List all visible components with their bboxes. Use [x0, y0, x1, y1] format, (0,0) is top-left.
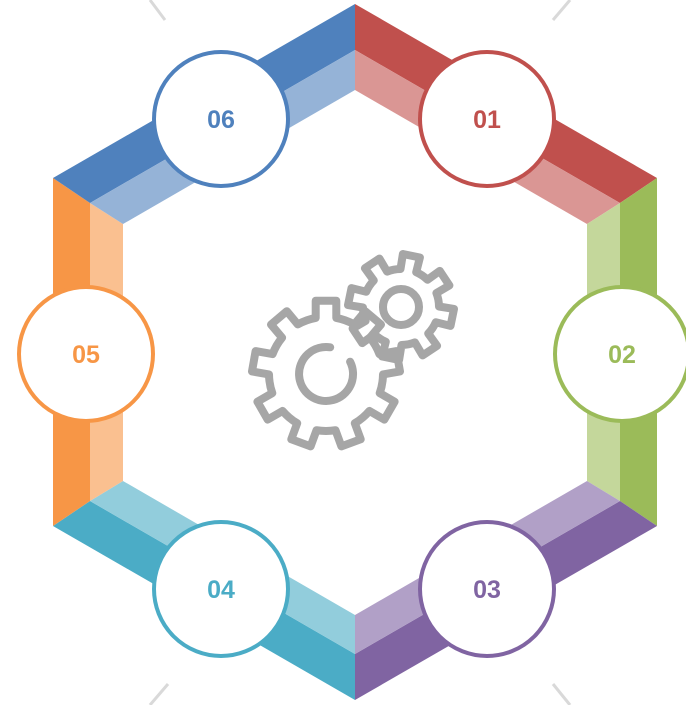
- badge-circle: [553, 285, 686, 423]
- decorative-corner-lines: [148, 0, 572, 705]
- large-gear-hub: [295, 342, 358, 405]
- step-number-label: 04: [207, 576, 235, 604]
- step-badge-04: 04: [152, 520, 290, 658]
- badge-circle: [418, 50, 556, 188]
- decor-line-4: [551, 683, 572, 705]
- step-badge-05: 05: [17, 285, 155, 423]
- badge-circle: [152, 520, 290, 658]
- step-number-label: 02: [608, 341, 636, 369]
- step-badge-02: 02: [553, 285, 686, 423]
- step-badges: 01 02 03 04 05 06: [17, 50, 686, 658]
- decor-line-3: [148, 683, 170, 705]
- decor-line-2: [551, 0, 572, 21]
- large-gear-icon: [248, 296, 404, 451]
- step-badge-03: 03: [418, 520, 556, 658]
- step-number-label: 01: [473, 106, 501, 134]
- decor-line-1: [148, 0, 167, 21]
- step-badge-01: 01: [418, 50, 556, 188]
- step-number-label: 06: [207, 106, 235, 134]
- badge-circle: [152, 50, 290, 188]
- badge-circle: [418, 520, 556, 658]
- small-gear-icon: [344, 250, 458, 364]
- step-badge-06: 06: [152, 50, 290, 188]
- badge-circle: [17, 285, 155, 423]
- gears-icon: [248, 250, 458, 451]
- step-number-label: 05: [72, 341, 100, 369]
- small-gear-hub: [379, 285, 423, 329]
- step-number-label: 03: [473, 576, 501, 604]
